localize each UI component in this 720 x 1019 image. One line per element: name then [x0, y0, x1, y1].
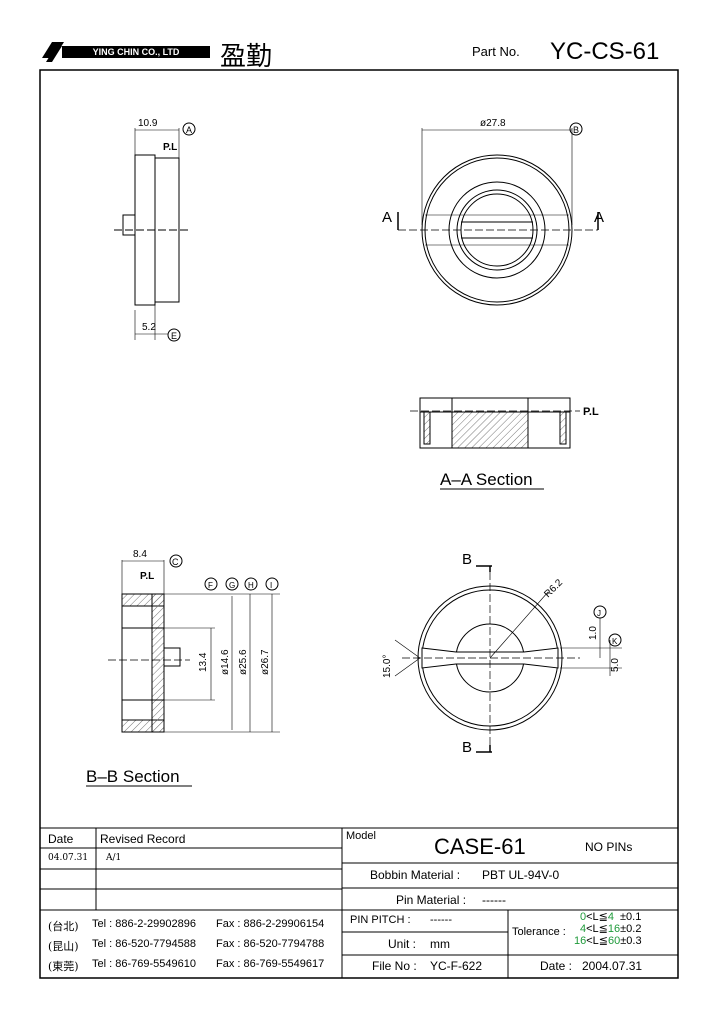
label-i: I: [270, 581, 272, 590]
label-j: J: [597, 609, 601, 618]
label-aa-pl: P.L: [583, 406, 599, 418]
rev-record-header: Revised Record: [100, 832, 186, 846]
contact-tel: Tel : 86-769-5549610: [92, 958, 196, 970]
dim-13-4: 13.4: [198, 652, 209, 672]
pitch-value: ------: [430, 914, 452, 926]
contact-fax: Fax : 86-769-5549617: [216, 958, 325, 970]
tol-hi: 16: [607, 923, 621, 935]
tolerance-row: 4<L≦16±0.2: [580, 923, 641, 935]
dim-angle: 15.0°: [382, 655, 393, 678]
aa-section: [410, 397, 580, 449]
bb-section: [108, 554, 280, 733]
tol-hi: 60: [608, 935, 621, 947]
contact-tel: Tel : 886-2-29902896: [92, 918, 196, 930]
bobbin-label: Bobbin Material :: [370, 868, 461, 882]
dim-top-diameter: ø27.8: [480, 118, 506, 129]
tol-lo: 4: [580, 923, 587, 935]
dim-5-0: 5.0: [610, 658, 621, 672]
tol-val: ±0.3: [620, 935, 642, 947]
bobbin-value: PBT UL-94V-0: [482, 868, 560, 882]
label-a: A: [186, 125, 192, 135]
company-name-bar: YING CHIN CO., LTD: [62, 46, 210, 58]
tol-val: ±0.2: [620, 923, 642, 935]
file-value: YC-F-622: [430, 959, 483, 973]
company-logo: [42, 40, 64, 62]
dim-side-width: 10.9: [138, 118, 158, 129]
model-value: CASE-61: [434, 834, 526, 859]
tolerance-row: 16<L≦60±0.3: [574, 935, 642, 947]
label-k: K: [612, 637, 618, 646]
tol-sep: <L≦: [586, 935, 609, 947]
contact-tel: Tel : 86-520-7794588: [92, 938, 196, 950]
pitch-label: PIN PITCH :: [350, 914, 411, 926]
aa-section-title: A–A Section: [440, 470, 533, 489]
pin-material-label: Pin Material :: [396, 893, 467, 907]
side-view: [114, 122, 196, 342]
date-value: 2004.07.31: [582, 959, 643, 973]
label-b-top: B: [573, 125, 579, 135]
unit-value: mm: [430, 937, 450, 951]
label-e: E: [171, 331, 177, 341]
rev-row-record: A/1: [106, 853, 122, 863]
contact-fax: Fax : 86-520-7794788: [216, 938, 325, 950]
dim-radius: R6.2: [542, 577, 565, 600]
tol-lo: 0: [580, 911, 587, 923]
bottom-view: [394, 565, 622, 753]
file-label: File No :: [372, 959, 417, 973]
rev-row-date: 04.07.31: [48, 853, 89, 863]
label-bb-pl: P.L: [140, 571, 154, 582]
label-g: G: [229, 581, 235, 590]
part-no: YC-CS-61: [550, 38, 660, 65]
tol-sep: <L≦: [586, 911, 608, 923]
dim-1-0: 1.0: [588, 626, 599, 640]
tol-val: ±0.1: [620, 911, 642, 923]
rev-date-header: Date: [48, 832, 74, 846]
top-view: [397, 122, 599, 306]
contact-city: (東莞): [48, 960, 79, 973]
section-arrow-left: A: [382, 209, 392, 226]
date-label: Date :: [540, 959, 573, 973]
section-b-top: B: [462, 551, 472, 568]
pins-value: NO PINs: [585, 840, 633, 854]
part-no-label: Part No.: [472, 44, 520, 59]
tolerance-row: 0<L≦4 ±0.1: [580, 911, 641, 923]
company-name-cn: 盈勤: [220, 42, 273, 72]
bb-section-title: B–B Section: [86, 767, 180, 786]
label-side-pl: P.L: [163, 142, 177, 153]
dim-25-6: ø25.6: [238, 649, 249, 675]
tol-lo: 16: [574, 935, 587, 947]
section-b-bottom: B: [462, 739, 472, 756]
model-label: Model: [346, 830, 376, 842]
dim-26-7: ø26.7: [260, 649, 271, 675]
dim-side-bottom: 5.2: [142, 322, 156, 333]
tolerance-label: Tolerance :: [512, 926, 566, 938]
contact-city: (昆山): [48, 940, 79, 953]
label-f: F: [208, 581, 213, 590]
unit-label: Unit :: [388, 937, 417, 951]
section-arrow-right: A: [594, 209, 604, 226]
label-h: H: [248, 581, 254, 590]
dim-14-6: ø14.6: [220, 649, 231, 675]
tol-sep: <L≦: [586, 923, 608, 935]
drawing-frame: [39, 69, 679, 979]
label-c: C: [172, 557, 179, 567]
company-name: YING CHIN CO., LTD: [92, 47, 180, 57]
contact-fax: Fax : 886-2-29906154: [216, 918, 325, 930]
contact-city: (台北): [48, 920, 79, 933]
pin-material-value: ------: [482, 893, 506, 907]
tol-hi: 4: [607, 911, 615, 923]
dim-bb-width: 8.4: [133, 549, 147, 560]
logo-mark-icon: [42, 42, 64, 62]
